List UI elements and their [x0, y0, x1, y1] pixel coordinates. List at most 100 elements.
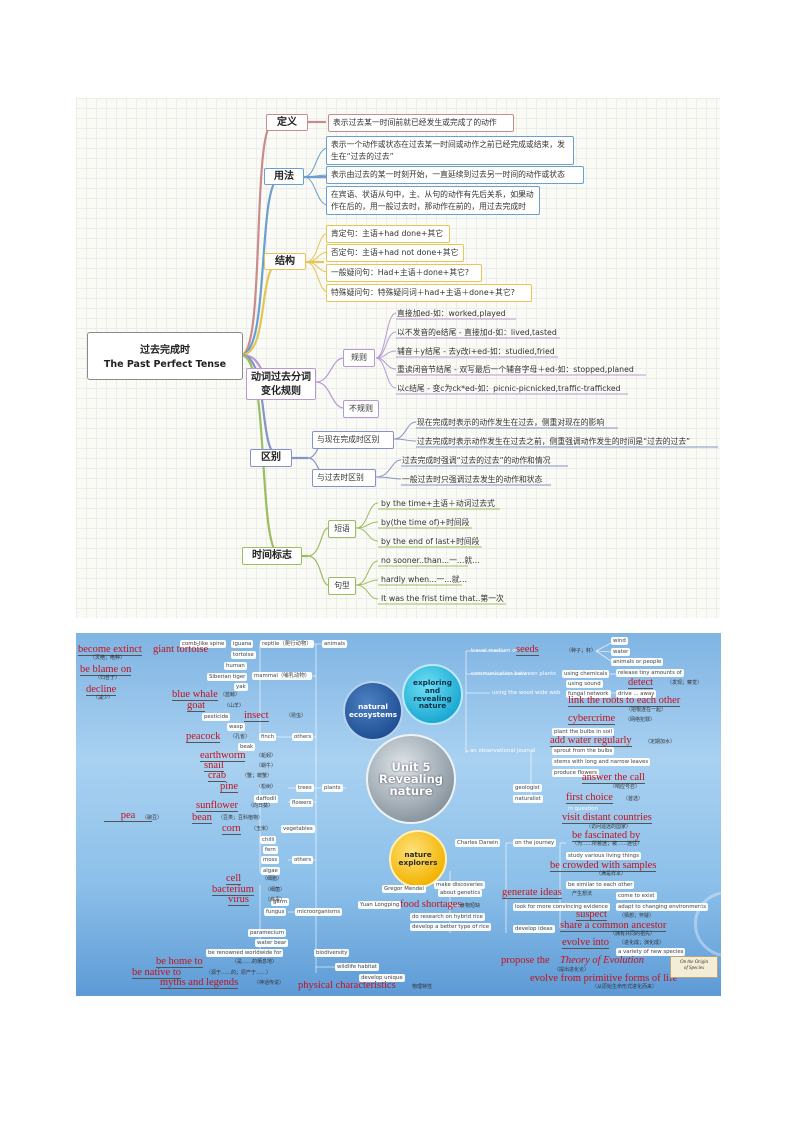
vocab-food-shortages-cn: 食物短缺	[460, 903, 481, 909]
present-perfect-diff-1: 现在完成时表示的动作发生在过去，侧重对现在的影响	[417, 418, 605, 427]
label-flowers: flowers	[290, 799, 314, 807]
vocab-cybercrime-cn: （网络犯罪）	[625, 717, 656, 723]
label-others-plants: others	[292, 856, 314, 864]
node-difference: 区别	[250, 449, 292, 467]
label-study-things: study various living things	[566, 852, 642, 860]
vocab-virus: virus	[228, 894, 249, 906]
vocab-bacterium-cn: （细菌）	[265, 887, 286, 893]
label-fern: fern	[263, 846, 278, 854]
vocab-evolve-from: evolve from primitive forms of life	[530, 973, 678, 984]
exploring-line-4: nature	[418, 701, 447, 711]
label-variety: a variety of new species	[616, 948, 686, 956]
regular-rule-3: 辅音＋y结尾 - 去y改i+ed-如：studied,fried	[397, 347, 555, 356]
vocab-crab: crab	[208, 770, 227, 782]
ecosystems-line-2: ecosystems	[348, 710, 398, 719]
node-usage: 用法	[264, 168, 304, 185]
label-develop-unique: develop unique	[359, 974, 405, 982]
label-make-discoveries: make discoveries	[434, 881, 485, 889]
label-germ: germ	[271, 898, 290, 906]
label-reptile: reptile（爬行动物）	[260, 640, 314, 648]
label-produce-flowers: produce flowers	[552, 769, 600, 777]
label-biodiversity: biodiversity	[314, 949, 350, 957]
label-paramecium: paramecium	[248, 929, 286, 937]
label-water: water	[611, 648, 631, 656]
label-hybrid-rice: do research on hybrid rice	[410, 913, 485, 921]
vocab-answer-call-cn: （响应号召）	[610, 784, 641, 790]
vocab-crowded: be crowded with samples	[550, 860, 657, 872]
vocab-seeds-cn: （种子；籽）	[566, 648, 597, 654]
center-node: Unit 5 Revealing nature	[366, 734, 456, 824]
regular-rule-5: 以c结尾 - 变c为ck*ed-如：picnic-picnicked,traff…	[397, 384, 621, 393]
vocab-pine: pine	[220, 781, 239, 793]
vocab-generate-ideas: generate ideas	[502, 887, 562, 899]
vocab-suspect: suspect	[576, 909, 607, 921]
label-travel-medium: travel medium of	[471, 648, 518, 654]
label-siberian-tiger: Siberian tiger	[207, 673, 248, 681]
vocab-myths-legends: myths and legends	[160, 977, 239, 989]
label-better-rice: develop a better type of rice	[410, 923, 492, 931]
vocab-detect: detect	[628, 677, 654, 689]
phrase-3: by the end of last+时间段	[381, 537, 480, 546]
vocab-bacterium: bacterium	[212, 884, 254, 896]
vocab-insect-cn: （昆虫）	[286, 713, 307, 719]
structure-item-4: 特殊疑问句：特殊疑问词＋had+主语＋done+其它?	[326, 284, 532, 302]
label-similar: be similar to each other	[566, 881, 635, 889]
label-pesticide: pesticide	[202, 713, 231, 721]
rule-underlines	[396, 318, 646, 395]
definition-text: 表示过去某一时间前就已经发生或完成了的动作	[328, 114, 514, 132]
label-algae: algae	[261, 867, 280, 875]
vocab-evolve-from-cn: （从原始生命形式进化而来）	[592, 984, 658, 990]
vocab-link-roots: link the roots to each other	[568, 695, 681, 707]
usage-item-2: 表示由过去的某一时刻开始，一直延续到过去另一时间的动作或状态	[326, 166, 584, 184]
vocab-generate-ideas-cn: 产生想法	[572, 891, 593, 897]
participle-label-2: 变化规则	[261, 386, 301, 397]
phrase-1: by the time+主语＋动词过去式	[381, 499, 495, 508]
explorers-line-1: nature	[404, 850, 432, 860]
vocab-visit-countries: visit distant countries	[562, 812, 652, 824]
label-water-bear: water bear	[255, 939, 289, 947]
vocab-propose-cn: （提出进化论）	[554, 967, 590, 973]
node-irregular: 不规则	[343, 400, 379, 418]
explorers-line-2: explorers	[398, 858, 438, 867]
vocab-fascinated: be fascinated by	[572, 830, 641, 842]
node-structure: 结构	[264, 253, 306, 270]
node-regular: 规则	[343, 349, 375, 367]
sentence-1: no sooner..than...一...就...	[381, 556, 480, 565]
label-finch: finch	[259, 733, 277, 741]
label-stems: stems with long and narrow leaves	[552, 758, 651, 766]
vocab-visit-countries-cn: （访问遥远的国家）	[586, 824, 632, 830]
book-cover-image: On the Origin of Species	[670, 956, 718, 978]
regular-rule-4: 重读闭音节结尾 - 双写最后一个辅音字母＋ed-如：stopped,planed	[397, 365, 634, 374]
usage-item-3: 在宾语、状语从句中，主、从句的动作有先后关系，如果动作在后的，用一般过去时，那动…	[326, 186, 540, 216]
vocab-snail: snail	[204, 760, 224, 772]
vocab-decline-cn: （减少）	[93, 695, 114, 701]
vocab-evolve-into: evolve into	[562, 937, 609, 949]
label-others-animals: others	[292, 733, 314, 741]
vocab-physical-characteristics-cn: 物理特性	[412, 984, 433, 990]
label-chilli: chilli	[260, 836, 277, 844]
label-sprout: sprout from the bulbs	[552, 747, 615, 755]
root-title-cn: 过去完成时	[140, 345, 190, 356]
vocab-giant-tortoise: giant tortoise	[153, 644, 209, 655]
vocab-add-water-cn: （定期加水）	[645, 739, 676, 745]
label-moss: moss	[261, 856, 280, 864]
label-wildlife-habitat: wildlife habitat	[335, 963, 379, 971]
vocab-be-blame-on: be blame on	[80, 664, 132, 676]
vocab-crab-cn: （蟹；螃蟹）	[242, 773, 273, 779]
structure-item-3: 一般疑问句：Had+主语＋done+其它?	[326, 264, 482, 282]
vocab-share-ancestor: share a common ancestor	[560, 920, 667, 932]
book-title-1: On the Origin	[679, 960, 709, 965]
vocab-cell-cn: （细胞）	[262, 876, 283, 882]
label-renowned: be renowned worldwide for	[206, 949, 284, 957]
label-fungus: fungus	[264, 908, 287, 916]
vocab-virus-cn: （病毒）	[265, 897, 286, 903]
vocab-corn-cn: （玉米）	[251, 826, 272, 832]
vocab-be-native-to: be native to	[132, 967, 181, 979]
vocab-snail-cn: （蜗牛）	[256, 763, 277, 769]
vocab-theory-evolution: Theory of Evolution	[560, 955, 644, 966]
vocab-myths-legends-cn: （神话传说）	[254, 980, 285, 986]
label-wasp: wasp	[227, 723, 245, 731]
label-geologist: geologist	[513, 784, 542, 792]
vocab-peacock: peacock	[186, 731, 221, 743]
label-plant-bulbs: plant the bulbs in soil	[552, 728, 615, 736]
